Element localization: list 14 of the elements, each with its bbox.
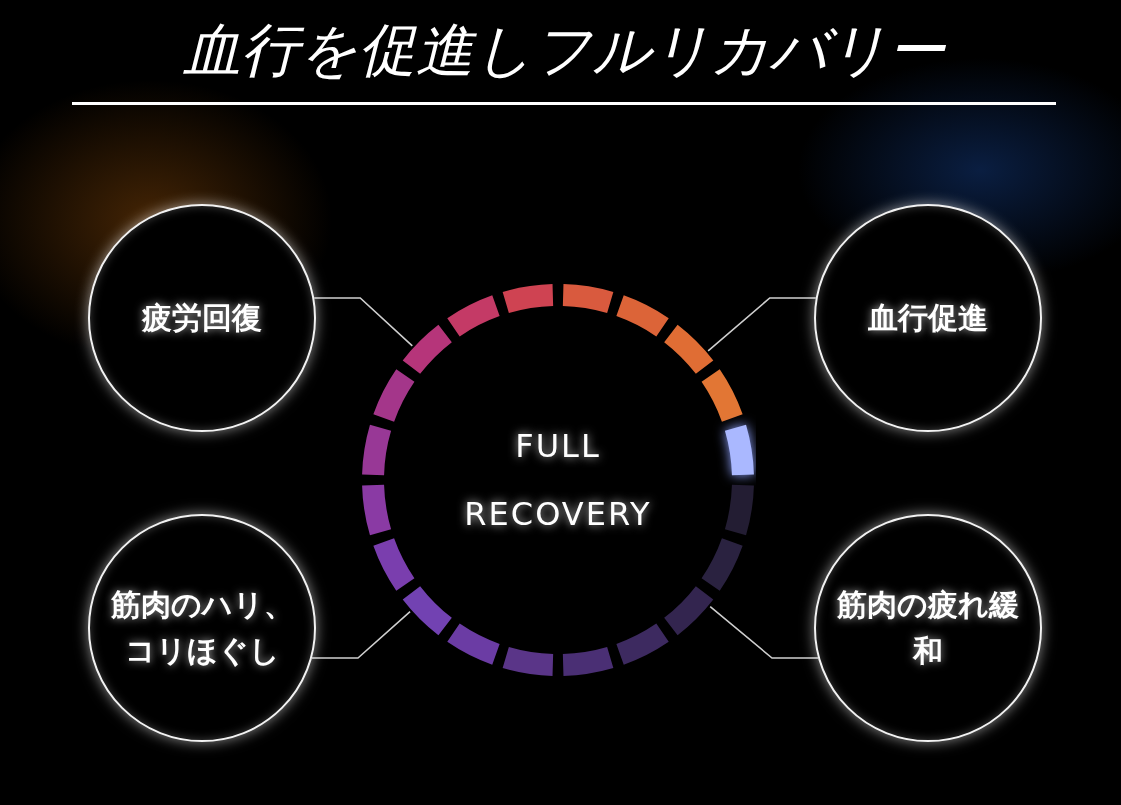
circle-node bbox=[88, 514, 316, 742]
title: 血行を促進しフルリカバリー bbox=[182, 15, 947, 86]
circle-label: 筋肉のハリ、コリほぐし bbox=[109, 586, 295, 670]
leader-line bbox=[313, 297, 414, 347]
circle-label: 疲労回復 bbox=[140, 299, 263, 337]
circle-label: 血行促進 bbox=[867, 299, 989, 337]
circle-label: 筋肉の疲れ緩和 bbox=[836, 586, 1020, 670]
leader-line bbox=[707, 297, 817, 352]
ring-label: FULL RECOVERY bbox=[463, 426, 653, 535]
circle-node bbox=[88, 204, 316, 432]
circle-node bbox=[814, 204, 1042, 432]
leader-line bbox=[709, 605, 819, 659]
circle-node bbox=[814, 514, 1042, 742]
leader-line bbox=[311, 610, 411, 659]
